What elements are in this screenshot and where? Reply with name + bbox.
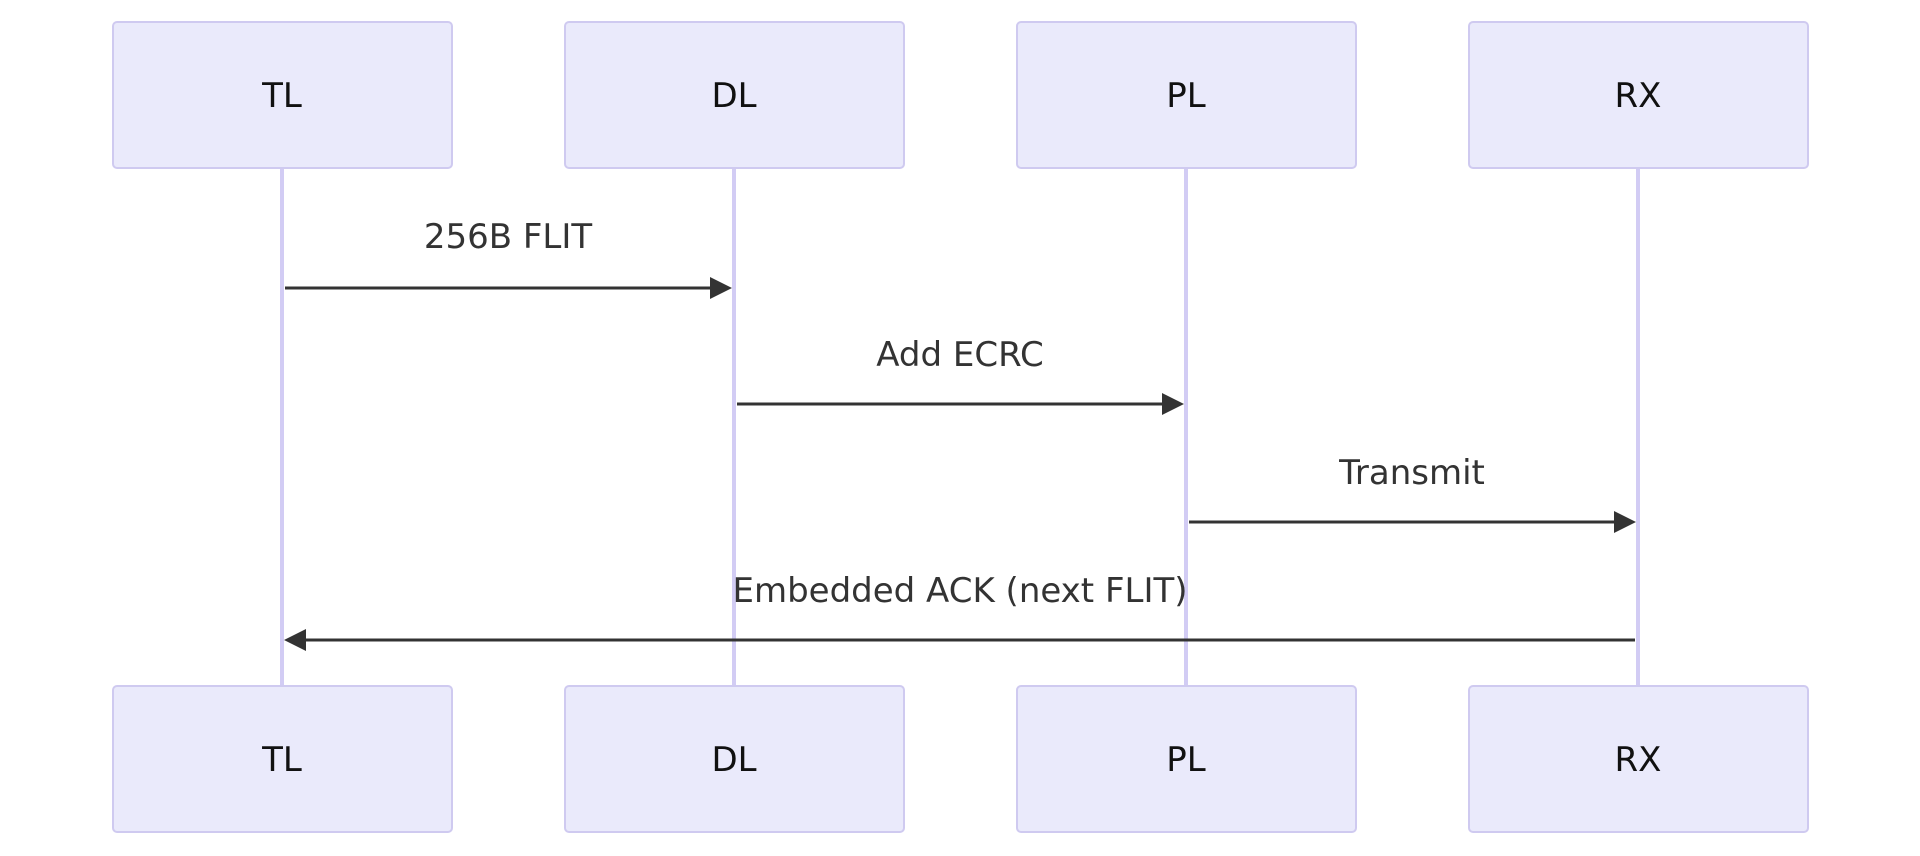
actor-box: [1468, 21, 1809, 169]
actor-label: RX: [1615, 76, 1662, 116]
message-label: 256B FLIT: [424, 217, 593, 257]
actor-rx-top: RX: [1468, 21, 1809, 169]
actor-tl-top: TL: [112, 21, 453, 169]
actor-box: [112, 21, 453, 169]
lifelines: [280, 168, 1640, 686]
message-4: Embedded ACK (next FLIT): [284, 571, 1635, 651]
actor-label: PL: [1166, 740, 1206, 780]
actor-box: [1016, 21, 1357, 169]
actor-label: TL: [261, 76, 302, 116]
actor-box: [1468, 685, 1809, 833]
message-label: Embedded ACK (next FLIT): [732, 571, 1187, 611]
actor-label: PL: [1166, 76, 1206, 116]
arrowhead-right-icon: [1614, 511, 1636, 533]
actor-box: [1016, 685, 1357, 833]
actor-dl-top: DL: [564, 21, 905, 169]
message-3: Transmit: [1189, 453, 1636, 533]
actor-label: TL: [261, 740, 302, 780]
actor-pl-top: PL: [1016, 21, 1357, 169]
message-label: Add ECRC: [876, 335, 1044, 375]
actor-box: [564, 685, 905, 833]
actor-pl-bottom: PL: [1016, 685, 1357, 833]
message-2: Add ECRC: [737, 335, 1184, 415]
actor-label: RX: [1615, 740, 1662, 780]
arrowhead-right-icon: [1162, 393, 1184, 415]
actor-tl-bottom: TL: [112, 685, 453, 833]
message-1: 256B FLIT: [285, 217, 732, 299]
actor-dl-bottom: DL: [564, 685, 905, 833]
actor-rx-bottom: RX: [1468, 685, 1809, 833]
actor-row-top: TL DL PL RX: [112, 21, 1809, 169]
messages: 256B FLIT Add ECRC Transmit Embedded ACK…: [284, 217, 1636, 651]
message-label: Transmit: [1338, 453, 1485, 493]
actor-row-bottom: TL DL PL RX: [112, 685, 1809, 833]
arrowhead-left-icon: [284, 629, 306, 651]
actor-label: DL: [711, 76, 756, 116]
arrowhead-right-icon: [710, 277, 732, 299]
actor-box: [112, 685, 453, 833]
actor-box: [564, 21, 905, 169]
actor-label: DL: [711, 740, 756, 780]
